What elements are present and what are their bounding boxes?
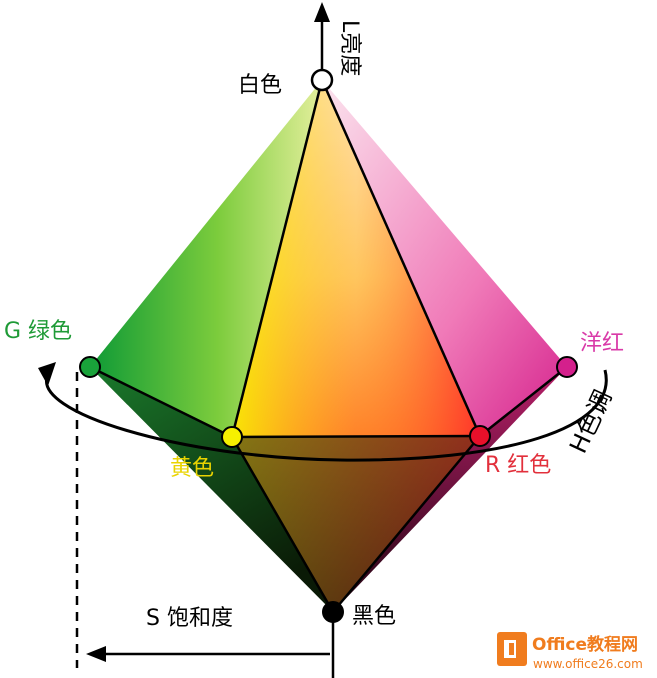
diamond-edges [89, 79, 568, 613]
magenta-label: 洋红 [580, 331, 624, 356]
face-lower-front-tint [232, 436, 480, 612]
face-lower-right [333, 367, 567, 612]
magenta-vertex-dot [556, 356, 578, 378]
face-upper-front-tint [232, 80, 480, 437]
green-label: G 绿色 [4, 319, 72, 344]
saturation-label: S 饱和度 [146, 606, 233, 631]
white-label: 白色 [238, 73, 282, 98]
watermark-brand: Office教程网 [532, 634, 638, 655]
arrow-up-icon [314, 2, 330, 22]
yellow-label: 黄色 [170, 456, 214, 481]
face-upper-right [322, 80, 567, 436]
watermark-url: www.office26.com [533, 657, 643, 671]
hue-label: H色调 [564, 386, 617, 458]
hue-arrow-icon [38, 362, 56, 386]
red-label: R 红色 [485, 453, 551, 478]
diamond-body [90, 80, 567, 612]
yellow-vertex-dot [221, 426, 243, 448]
arrow-left-icon [86, 646, 106, 662]
face-upper-left [90, 80, 322, 437]
green-vertex-dot [79, 356, 101, 378]
black-vertex-dot [322, 601, 344, 623]
office26-watermark: Office教程网 www.office26.com [497, 632, 643, 671]
lightness-axis-label: L亮度 [337, 20, 362, 76]
red-vertex-dot [469, 425, 491, 447]
white-vertex-dot [310, 68, 334, 92]
black-label: 黑色 [352, 604, 396, 629]
face-lower-left [90, 367, 333, 612]
